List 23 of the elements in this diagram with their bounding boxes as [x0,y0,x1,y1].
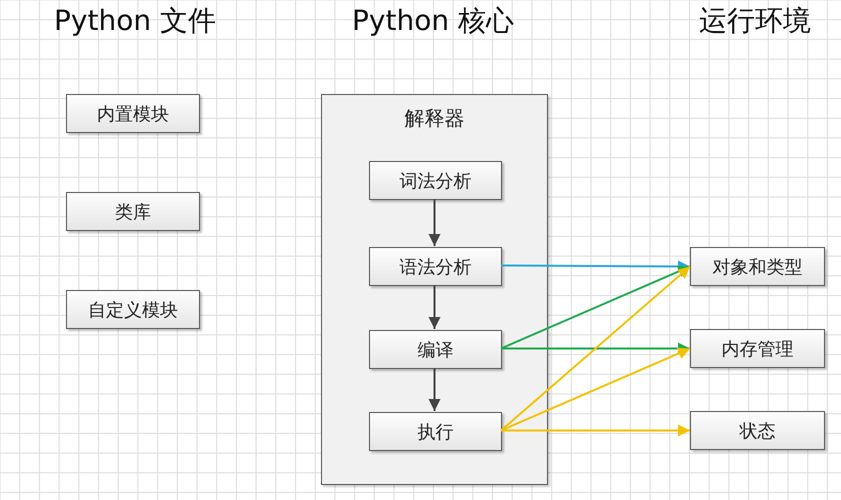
process-box: 语法分析 [369,247,502,286]
column-heading: Python 核心 [352,3,514,39]
arrow [501,342,690,354]
process-box: 对象和类型 [690,247,825,286]
process-box: 类库 [66,192,200,231]
container-heading: 解释器 [404,105,466,132]
column-heading: Python 文件 [54,3,216,39]
process-box: 内置模块 [66,94,200,133]
arrow [501,424,690,436]
process-box: 状态 [690,411,825,450]
arrow [428,285,440,329]
process-box: 自定义模块 [66,290,200,329]
process-box: 词法分析 [369,161,502,200]
container-box [321,94,548,485]
column-heading: 运行环境 [699,3,811,39]
arrow [500,348,690,432]
arrow [428,199,440,246]
process-box: 执行 [369,412,502,451]
process-box: 编译 [369,330,502,369]
arrow [500,266,691,432]
arrow [428,368,440,411]
process-box: 内存管理 [690,329,825,368]
arrow [500,266,690,350]
